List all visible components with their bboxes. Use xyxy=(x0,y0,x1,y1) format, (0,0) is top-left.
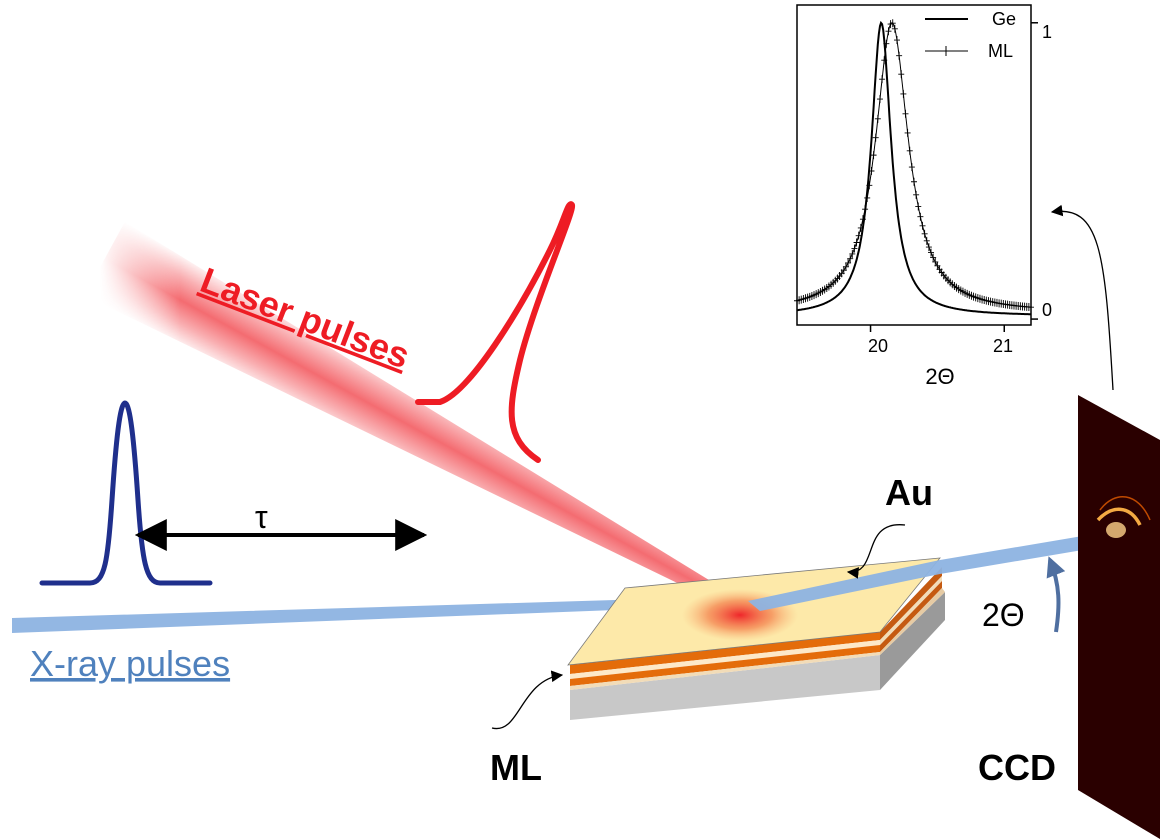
series-ml-marker xyxy=(870,151,877,160)
layer-gap-side xyxy=(880,576,942,645)
series-ml-marker xyxy=(862,205,869,214)
layer-gap-front xyxy=(570,640,880,679)
laser-pulse-shape xyxy=(415,201,576,463)
series-ml-marker xyxy=(896,51,903,60)
series-ml-marker xyxy=(857,223,864,232)
series-ml-marker xyxy=(911,177,917,186)
series-ml-marker xyxy=(900,89,907,98)
series-ml-marker xyxy=(913,190,920,199)
series-ml-marker xyxy=(902,109,909,118)
series-ml-marker xyxy=(881,56,888,65)
series-ml-marker xyxy=(1028,303,1034,312)
series-ml-marker xyxy=(845,258,852,267)
x-axis-label: 2Θ xyxy=(925,364,954,389)
multilayer-label: ML xyxy=(490,747,542,788)
series-ml-marker xyxy=(851,244,858,253)
y-tick-1: 1 xyxy=(1042,22,1052,42)
series-ml-marker xyxy=(849,249,856,258)
layer-gap2-front xyxy=(570,652,880,690)
series-ge-line xyxy=(796,20,1031,316)
diffraction-arc-outer xyxy=(1099,495,1151,521)
legend-ge-label: Ge xyxy=(992,9,1016,29)
series-ml-marker xyxy=(885,27,892,36)
x-tick-20: 20 xyxy=(868,336,888,356)
y-tick-0: 0 xyxy=(1042,300,1052,320)
series-ml-marker xyxy=(853,238,860,247)
series-ml-marker xyxy=(876,95,883,104)
series-ml-marker xyxy=(919,221,926,230)
series-ml-marker xyxy=(915,202,922,211)
diffraction-arc xyxy=(1096,507,1142,526)
layer-top-front xyxy=(570,632,880,674)
xray-beam-incoming xyxy=(12,600,756,633)
layer-top-side xyxy=(880,567,942,640)
legend-ml-label: ML xyxy=(988,41,1013,61)
series-ml-marker xyxy=(847,254,854,263)
series-ml-marker xyxy=(866,181,873,190)
series-ml-marker xyxy=(908,163,915,172)
series-ml-marker xyxy=(921,229,928,238)
series-ml-marker xyxy=(872,133,879,142)
series-ml-marker xyxy=(898,70,905,79)
delay-label: τ xyxy=(255,499,268,535)
substrate-front xyxy=(570,655,880,720)
angle-arrow xyxy=(1046,556,1066,633)
readout-arrow xyxy=(1050,204,1114,391)
xray-pulse-shape xyxy=(39,400,213,586)
gold-label: Au xyxy=(885,472,933,513)
gold-leader xyxy=(846,524,906,579)
series-ml-marker xyxy=(923,236,930,245)
angle-label: 2Θ xyxy=(982,597,1025,633)
series-ml-marker xyxy=(904,128,911,137)
inset-chart: Ge ML 20 21 1 0 2Θ xyxy=(794,4,1052,389)
chart-marks xyxy=(794,19,1038,332)
series-ml-marker xyxy=(874,114,881,123)
substrate-side xyxy=(880,592,945,690)
xray-label: X-ray pulses xyxy=(30,643,230,684)
chart-legend: Ge ML xyxy=(925,9,1016,61)
layer-mid-side xyxy=(880,581,942,652)
series-ml-marker xyxy=(889,19,896,28)
series-ml-marker xyxy=(855,231,862,240)
diffraction-spot xyxy=(1106,522,1126,538)
series-ml-marker xyxy=(879,75,886,84)
multilayer-leader xyxy=(491,670,564,730)
series-ml-marker xyxy=(906,146,913,155)
layer-mid-front xyxy=(570,645,880,686)
series-ml-marker xyxy=(859,215,866,224)
series-ml-marker xyxy=(868,167,875,176)
laser-beam xyxy=(84,221,714,598)
ccd-detector xyxy=(1078,395,1160,839)
series-ml-marker xyxy=(930,253,937,262)
series-ml-marker xyxy=(928,248,935,257)
x-tick-21: 21 xyxy=(993,336,1013,356)
detector-label: CCD xyxy=(978,747,1056,788)
layer-gap2-side xyxy=(880,588,945,655)
series-ml-marker xyxy=(893,36,900,45)
xray-beam-reflected xyxy=(748,530,1118,611)
series-ml-marker xyxy=(925,243,932,252)
ccd-panel xyxy=(1078,395,1160,839)
series-ml-marker xyxy=(891,24,898,33)
chart-frame xyxy=(796,4,1032,326)
series-ml-marker xyxy=(917,212,924,221)
series-ml-marker xyxy=(883,39,890,48)
series-ml-marker xyxy=(864,193,871,202)
